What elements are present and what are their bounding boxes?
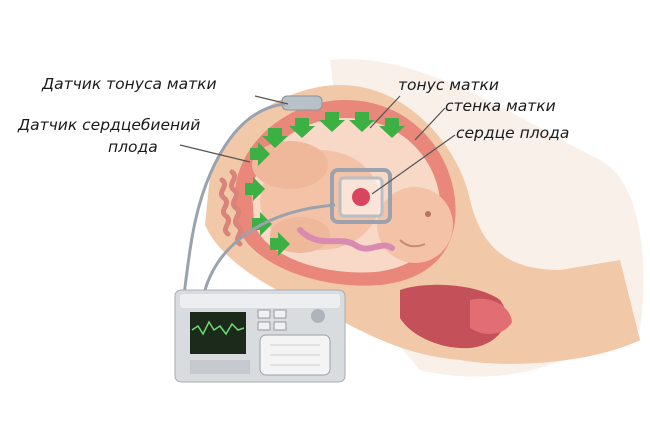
leader-lines [179, 95, 456, 195]
fetus [252, 141, 453, 263]
uterine-tone-sensor [281, 95, 323, 111]
monitor-screen [190, 312, 246, 354]
ctg-monitor [174, 289, 346, 383]
label-uterine-wall: стенка матки [445, 97, 556, 115]
fetal-heart [352, 188, 370, 206]
label-uterine-tone-sensor: Датчик тонуса матки [42, 75, 217, 93]
intestines [218, 169, 244, 247]
umbilical-cord [297, 227, 395, 252]
monitor-trace [191, 320, 245, 336]
label-fetal-heart: сердце плода [456, 124, 570, 142]
label-fetal-heart-sensor-line1: Датчик сердцебиений [18, 116, 201, 134]
fetal-heart-sensor-pad [330, 168, 392, 224]
label-uterine-tone: тонус матки [398, 76, 499, 94]
label-fetal-heart-sensor-line2: плода [108, 138, 158, 156]
